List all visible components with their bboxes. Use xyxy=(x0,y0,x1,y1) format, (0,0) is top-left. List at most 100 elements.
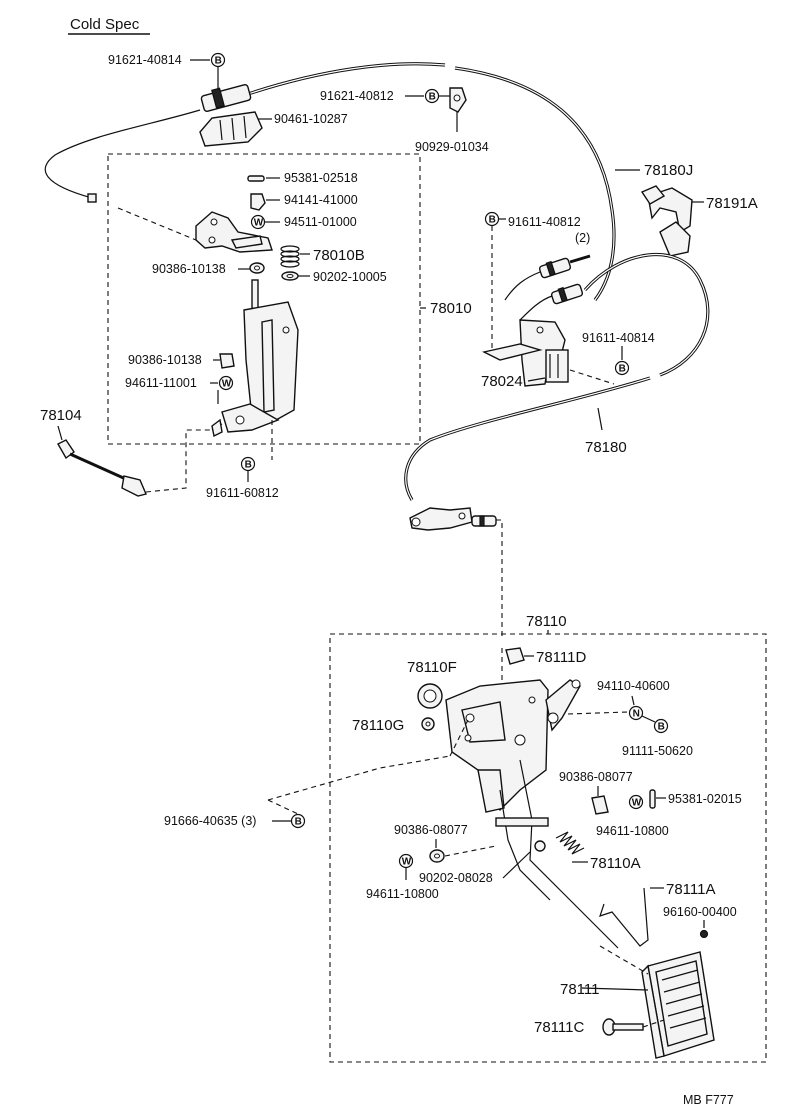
grommet-78110F xyxy=(417,683,443,709)
label-78180: 78180 xyxy=(585,439,627,456)
label-90202-08028: 90202-08028 xyxy=(419,871,493,885)
nut-96160-00400 xyxy=(699,929,709,939)
label-91621-40812: 91621-40812 xyxy=(320,89,394,103)
svg-text:B: B xyxy=(489,215,496,226)
label-78110F: 78110F xyxy=(407,659,457,676)
cable-adjuster-lower xyxy=(519,283,584,321)
lever-assembly xyxy=(195,211,273,253)
label-94141-41000: 94141-41000 xyxy=(284,193,358,207)
washer-symbol: W xyxy=(628,794,644,810)
label-78111C: 78111C xyxy=(534,1019,584,1036)
page-title: Cold Spec xyxy=(70,16,140,33)
label-94611-10800-left: 94611-10800 xyxy=(366,887,439,901)
svg-text:B: B xyxy=(619,364,626,375)
label-94110-40600: 94110-40600 xyxy=(597,679,670,693)
bolt-symbol: B xyxy=(484,211,500,227)
bush-90386-10138-lower xyxy=(219,353,235,369)
label-90929-01034: 90929-01034 xyxy=(415,140,489,154)
label-78010: 78010 xyxy=(430,300,472,317)
label-78110A: 78110A xyxy=(590,855,641,872)
washer-symbol: W xyxy=(398,853,414,869)
bolt-symbol: B xyxy=(614,360,630,376)
label-90202-10005: 90202-10005 xyxy=(313,270,387,284)
svg-text:B: B xyxy=(429,92,436,103)
label-91611-40812-qty: (2) xyxy=(575,231,590,245)
label-90386-10138-lower: 90386-10138 xyxy=(128,353,202,367)
svg-text:B: B xyxy=(658,722,665,733)
label-78104: 78104 xyxy=(40,407,82,424)
group-box-78010 xyxy=(107,153,421,445)
bush-90386-08077-lower xyxy=(429,849,445,863)
bolt-78111C xyxy=(602,1018,644,1036)
label-78111: 78111 xyxy=(560,981,600,998)
spring-78010B xyxy=(280,245,300,268)
pin-95381-02518 xyxy=(247,175,265,182)
label-95381-02518: 95381-02518 xyxy=(284,171,358,185)
clip-78111D xyxy=(505,647,525,665)
nut-symbol: N xyxy=(628,705,644,721)
washer-symbol: W xyxy=(250,214,266,230)
label-78111D: 78111D xyxy=(536,649,586,666)
bracket-78024 xyxy=(481,319,569,387)
nut-94141-41000 xyxy=(250,193,266,211)
bolt-symbol: B xyxy=(240,456,256,472)
svg-text:W: W xyxy=(402,857,412,868)
label-94611-11001: 94611-11001 xyxy=(125,376,197,390)
bracket-body xyxy=(221,279,299,433)
label-78110G: 78110G xyxy=(352,717,404,734)
label-94611-10800-right: 94611-10800 xyxy=(596,824,669,838)
label-90461-10287: 90461-10287 xyxy=(274,112,348,126)
pedal-pivot-shaft xyxy=(495,817,549,827)
label-91611-40812: 91611-40812 xyxy=(508,215,581,229)
cable-clamp-90929 xyxy=(449,87,467,113)
bush-90386-08077-upper xyxy=(591,795,609,815)
group-box-78110 xyxy=(329,633,767,1063)
label-78010B: 78010B xyxy=(313,247,365,264)
bush-90386-10138-upper xyxy=(249,262,265,274)
pedal-pad-78111 xyxy=(641,951,715,1059)
svg-text:B: B xyxy=(215,56,222,67)
svg-text:B: B xyxy=(295,817,302,828)
label-91611-60812: 91611-60812 xyxy=(206,486,279,500)
label-90386-10138-upper: 90386-10138 xyxy=(152,262,226,276)
washer-90202-10005 xyxy=(281,271,299,281)
diagram-code: MB F777 xyxy=(683,1093,734,1107)
pedal-bracket xyxy=(445,679,581,813)
cable-end-link xyxy=(409,507,497,531)
cable-78180J-right xyxy=(454,66,616,301)
label-78191A: 78191A xyxy=(706,195,758,212)
svg-text:W: W xyxy=(632,798,642,809)
bracket-clip xyxy=(211,418,223,438)
label-96160-00400: 96160-00400 xyxy=(663,905,737,919)
bushing-78110G xyxy=(421,717,435,731)
label-91621-40814: 91621-40814 xyxy=(108,53,182,67)
pedal-arm xyxy=(495,759,619,949)
bolt-symbol: B xyxy=(424,88,440,104)
bolt-symbol: B xyxy=(290,813,306,829)
label-91666-40635: 91666-40635 (3) xyxy=(164,814,256,828)
cable-left-loop xyxy=(44,109,201,199)
rod-78104 xyxy=(57,439,147,497)
label-78180J: 78180J xyxy=(644,162,693,179)
label-90386-08077-upper: 90386-08077 xyxy=(559,770,633,784)
label-91611-40814: 91611-40814 xyxy=(582,331,655,345)
wire-78111A xyxy=(599,887,649,947)
label-91111-50620: 91111-50620 xyxy=(622,744,693,758)
label-78110: 78110 xyxy=(526,613,567,630)
label-95381-02015: 95381-02015 xyxy=(668,792,742,806)
label-78024: 78024 xyxy=(481,373,523,390)
washer-symbol: W xyxy=(218,375,234,391)
bolt-symbol: B xyxy=(653,718,669,734)
svg-text:W: W xyxy=(254,218,264,229)
svg-text:B: B xyxy=(245,460,252,471)
svg-text:W: W xyxy=(222,379,232,390)
label-90386-08077-lower: 90386-08077 xyxy=(394,823,468,837)
cable-adjuster-upper xyxy=(504,254,591,301)
bolt-symbol: B xyxy=(210,52,226,68)
label-78111A: 78111A xyxy=(666,881,716,898)
bracket-78191A xyxy=(640,185,693,257)
svg-text:N: N xyxy=(633,709,640,720)
cable-end-fitting xyxy=(87,193,97,203)
label-94511-01000: 94511-01000 xyxy=(284,215,357,229)
